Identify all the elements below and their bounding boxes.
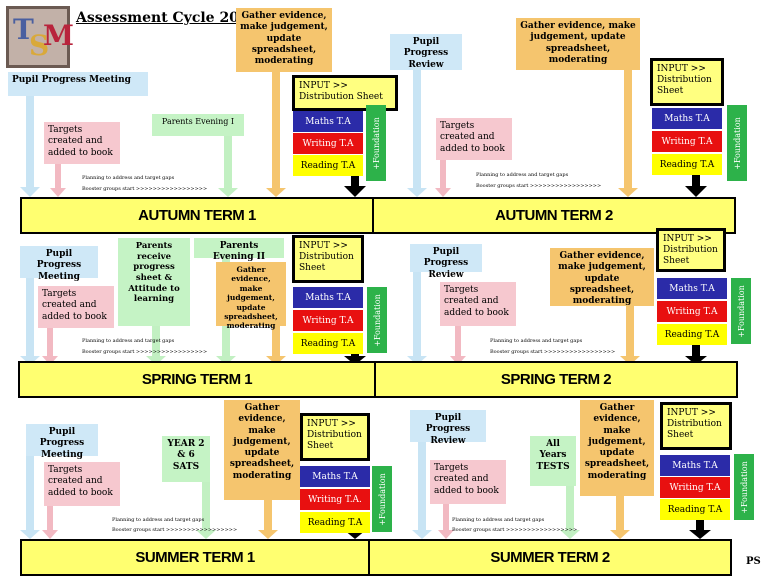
school-logo: T S M — [6, 6, 74, 68]
targets-autumn1: Targets created and added to book — [44, 122, 120, 164]
input-distribution-summer1: INPUT >> Distribution Sheet — [300, 413, 370, 461]
input-distribution-spring2: INPUT >> Distribution Sheet — [656, 228, 726, 272]
gather-evidence-autumn1: Gather evidence, make judgement, update … — [236, 8, 332, 72]
pupil-progress-review-spring: Pupil Progress Review — [410, 244, 482, 280]
maths-ta-autumn2: Maths T.A — [652, 108, 722, 129]
autumn-term-2: AUTUMN TERM 2 — [372, 197, 736, 234]
logo-letter-s: S — [29, 29, 50, 62]
booster-summer2: Booster groups start >>>>>>>>>>>>>>>>> — [452, 527, 578, 533]
reading-ta-spring2: Reading T.A — [657, 324, 727, 345]
parents-evening-2: Parents Evening II — [194, 238, 284, 262]
gather-evidence-summer2: Gather evidence, make judgement, update … — [580, 400, 654, 496]
booster-autumn1: Booster groups start >>>>>>>>>>>>>>>>> — [82, 186, 208, 192]
gather-evidence-spring2: Gather evidence, make judgement, update … — [550, 248, 654, 306]
pupil-progress-review-summer: Pupil Progress Review — [410, 410, 486, 446]
pupil-progress-meeting-spring: Pupil Progress Meeting — [20, 246, 98, 282]
foundation-summer1: +Foundation — [372, 466, 392, 532]
writing-ta-spring1: Writing T.A — [293, 310, 363, 331]
foundation-summer2: +Foundation — [734, 454, 754, 520]
summer-term-1: SUMMER TERM 1 — [20, 539, 370, 576]
reading-ta-autumn1: Reading T.A — [293, 155, 363, 176]
foundation-autumn1: +Foundation — [366, 105, 386, 181]
targets-spring2: Targets created and added to book — [440, 282, 516, 326]
foundation-spring2: +Foundation — [731, 278, 751, 344]
planning-autumn1: Planning to address and target gaps — [82, 175, 175, 181]
spring-term-1: SPRING TERM 1 — [18, 361, 376, 398]
planning-autumn2: Planning to address and target gaps — [476, 172, 569, 178]
booster-spring2: Booster groups start >>>>>>>>>>>>>>>>> — [490, 349, 616, 355]
booster-summer1: Booster groups start >>>>>>>>>>>>>>>>> — [112, 527, 238, 533]
planning-spring2: Planning to address and target gaps — [490, 338, 583, 344]
reading-ta-summer2: Reading T.A — [660, 499, 730, 520]
pupil-progress-meeting-autumn: Pupil Progress Meeting — [8, 72, 148, 96]
targets-summer1: Targets created and added to book — [44, 462, 120, 506]
parents-receive-progress-sheet: Parents receive progress sheet & Attitud… — [118, 238, 190, 326]
maths-ta-summer2: Maths T.A — [660, 455, 730, 476]
targets-summer2: Targets created and added to book — [430, 460, 506, 504]
foundation-spring1: +Foundation — [367, 287, 387, 353]
planning-summer2: Planning to address and target gaps — [452, 517, 545, 523]
author-initials: PS — [746, 556, 761, 567]
planning-spring1: Planning to address and target gaps — [82, 338, 175, 344]
reading-ta-spring1: Reading T.A — [293, 333, 363, 354]
spring-term-2: SPRING TERM 2 — [374, 361, 738, 398]
logo-letter-m: M — [43, 19, 74, 52]
writing-ta-autumn1: Writing T.A — [293, 133, 363, 154]
pupil-progress-review-autumn: Pupil Progress Review — [390, 34, 462, 70]
input-distribution-autumn2: INPUT >> Distribution Sheet — [650, 58, 724, 106]
gather-evidence-summer1: Gather evidence, make judgement, update … — [224, 400, 300, 500]
reading-ta-autumn2: Reading T.A — [652, 154, 722, 175]
page-title: Assessment Cycle 2017 — [76, 10, 259, 26]
gather-evidence-spring1: Gather evidence, make judgement, update … — [216, 262, 286, 330]
parents-evening-1: Parents Evening I — [152, 114, 244, 136]
maths-ta-summer1: Maths T.A — [300, 466, 370, 487]
input-distribution-spring1: INPUT >> Distribution Sheet — [292, 235, 364, 283]
writing-ta-summer1: Writing T.A. — [300, 489, 370, 510]
gather-evidence-autumn2: Gather evidence, make judgement, update … — [516, 18, 640, 70]
all-years-tests: All Years TESTS — [530, 436, 576, 486]
pupil-progress-meeting-summer: Pupil Progress Meeting — [26, 424, 98, 460]
reading-ta-summer1: Reading T.A — [300, 512, 370, 533]
targets-autumn2: Targets created and added to book — [436, 118, 512, 160]
autumn-term-1: AUTUMN TERM 1 — [20, 197, 374, 234]
input-distribution-summer2: INPUT >> Distribution Sheet — [660, 402, 732, 450]
booster-spring1: Booster groups start >>>>>>>>>>>>>>>>> — [82, 349, 208, 355]
year-2-6-sats: YEAR 2 & 6 SATS — [162, 436, 210, 482]
summer-term-2: SUMMER TERM 2 — [368, 539, 732, 576]
logo-letter-t: T — [13, 13, 34, 46]
maths-ta-spring1: Maths T.A — [293, 287, 363, 308]
maths-ta-spring2: Maths T.A — [657, 278, 727, 299]
booster-autumn2: Booster groups start >>>>>>>>>>>>>>>>> — [476, 183, 602, 189]
maths-ta-autumn1: Maths T.A — [293, 111, 363, 132]
writing-ta-spring2: Writing T.A — [657, 301, 727, 322]
foundation-autumn2: +Foundation — [727, 105, 747, 181]
writing-ta-autumn2: Writing T.A — [652, 131, 722, 152]
targets-spring1: Targets created and added to book — [38, 286, 114, 328]
writing-ta-summer2: Writing T.A — [660, 477, 730, 498]
planning-summer1: Planning to address and target gaps — [112, 517, 205, 523]
